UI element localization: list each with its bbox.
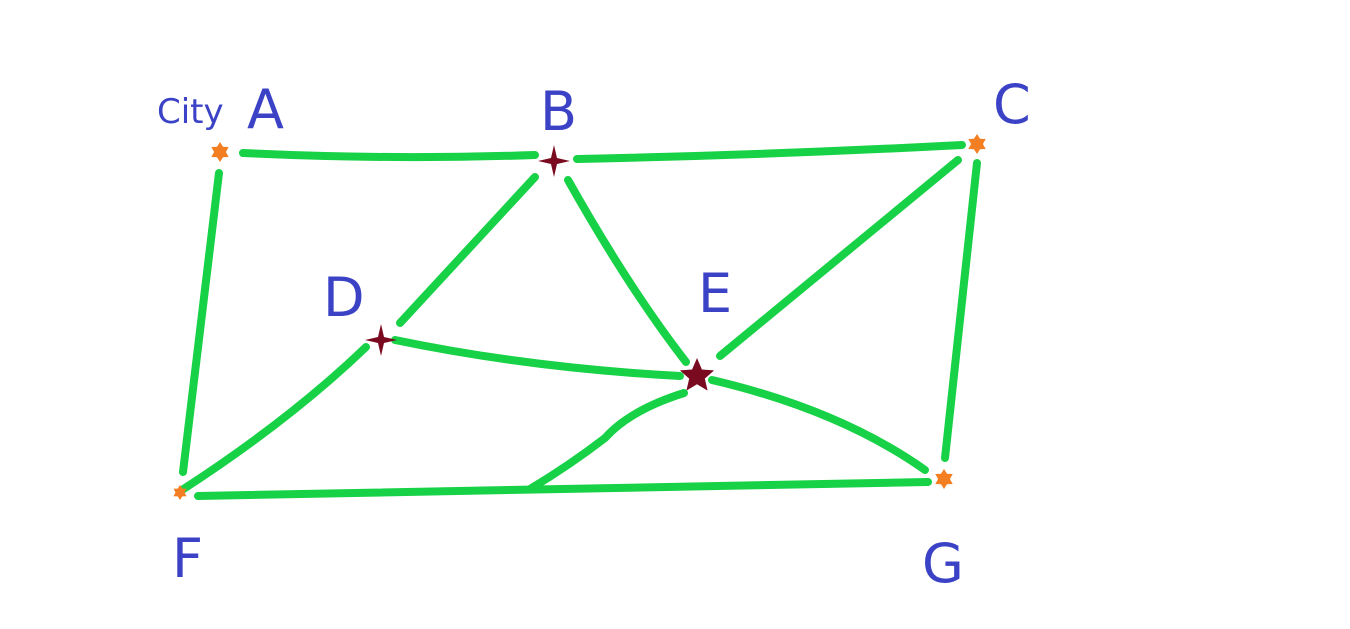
markers-layer [173, 134, 986, 500]
road-b-e [564, 176, 690, 366]
road-c-g [941, 159, 981, 462]
road-b-d [396, 173, 539, 327]
four-point-star-icon-junction-d [365, 324, 397, 356]
city-prefix-label: City [157, 92, 224, 132]
node-label-a: A [247, 78, 284, 141]
star-icon-junction-e [679, 358, 715, 391]
road-a-b [239, 149, 539, 162]
node-label-d: D [323, 266, 365, 329]
road-f-d [178, 343, 370, 494]
star-icon-city-f [173, 485, 187, 500]
road-c-e [716, 156, 962, 360]
road-b-c [573, 141, 966, 163]
road-f-g [194, 478, 932, 500]
star-icon-city-a [211, 142, 229, 162]
four-point-star-icon-junction-b [538, 145, 570, 177]
labels-layer: City A B C D E F G [157, 73, 1031, 595]
road-e-fg-branch [526, 389, 688, 493]
node-label-b: B [540, 80, 577, 143]
node-label-e: E [698, 262, 732, 325]
star-icon-city-g [935, 469, 953, 489]
road-a-f [179, 169, 223, 476]
road-d-e [391, 336, 684, 380]
roads-layer [178, 141, 981, 500]
node-label-g: G [922, 532, 964, 595]
road-e-g [708, 376, 929, 474]
node-label-f: F [172, 527, 203, 590]
node-label-c: C [993, 73, 1031, 136]
star-icon-city-c [968, 134, 986, 154]
